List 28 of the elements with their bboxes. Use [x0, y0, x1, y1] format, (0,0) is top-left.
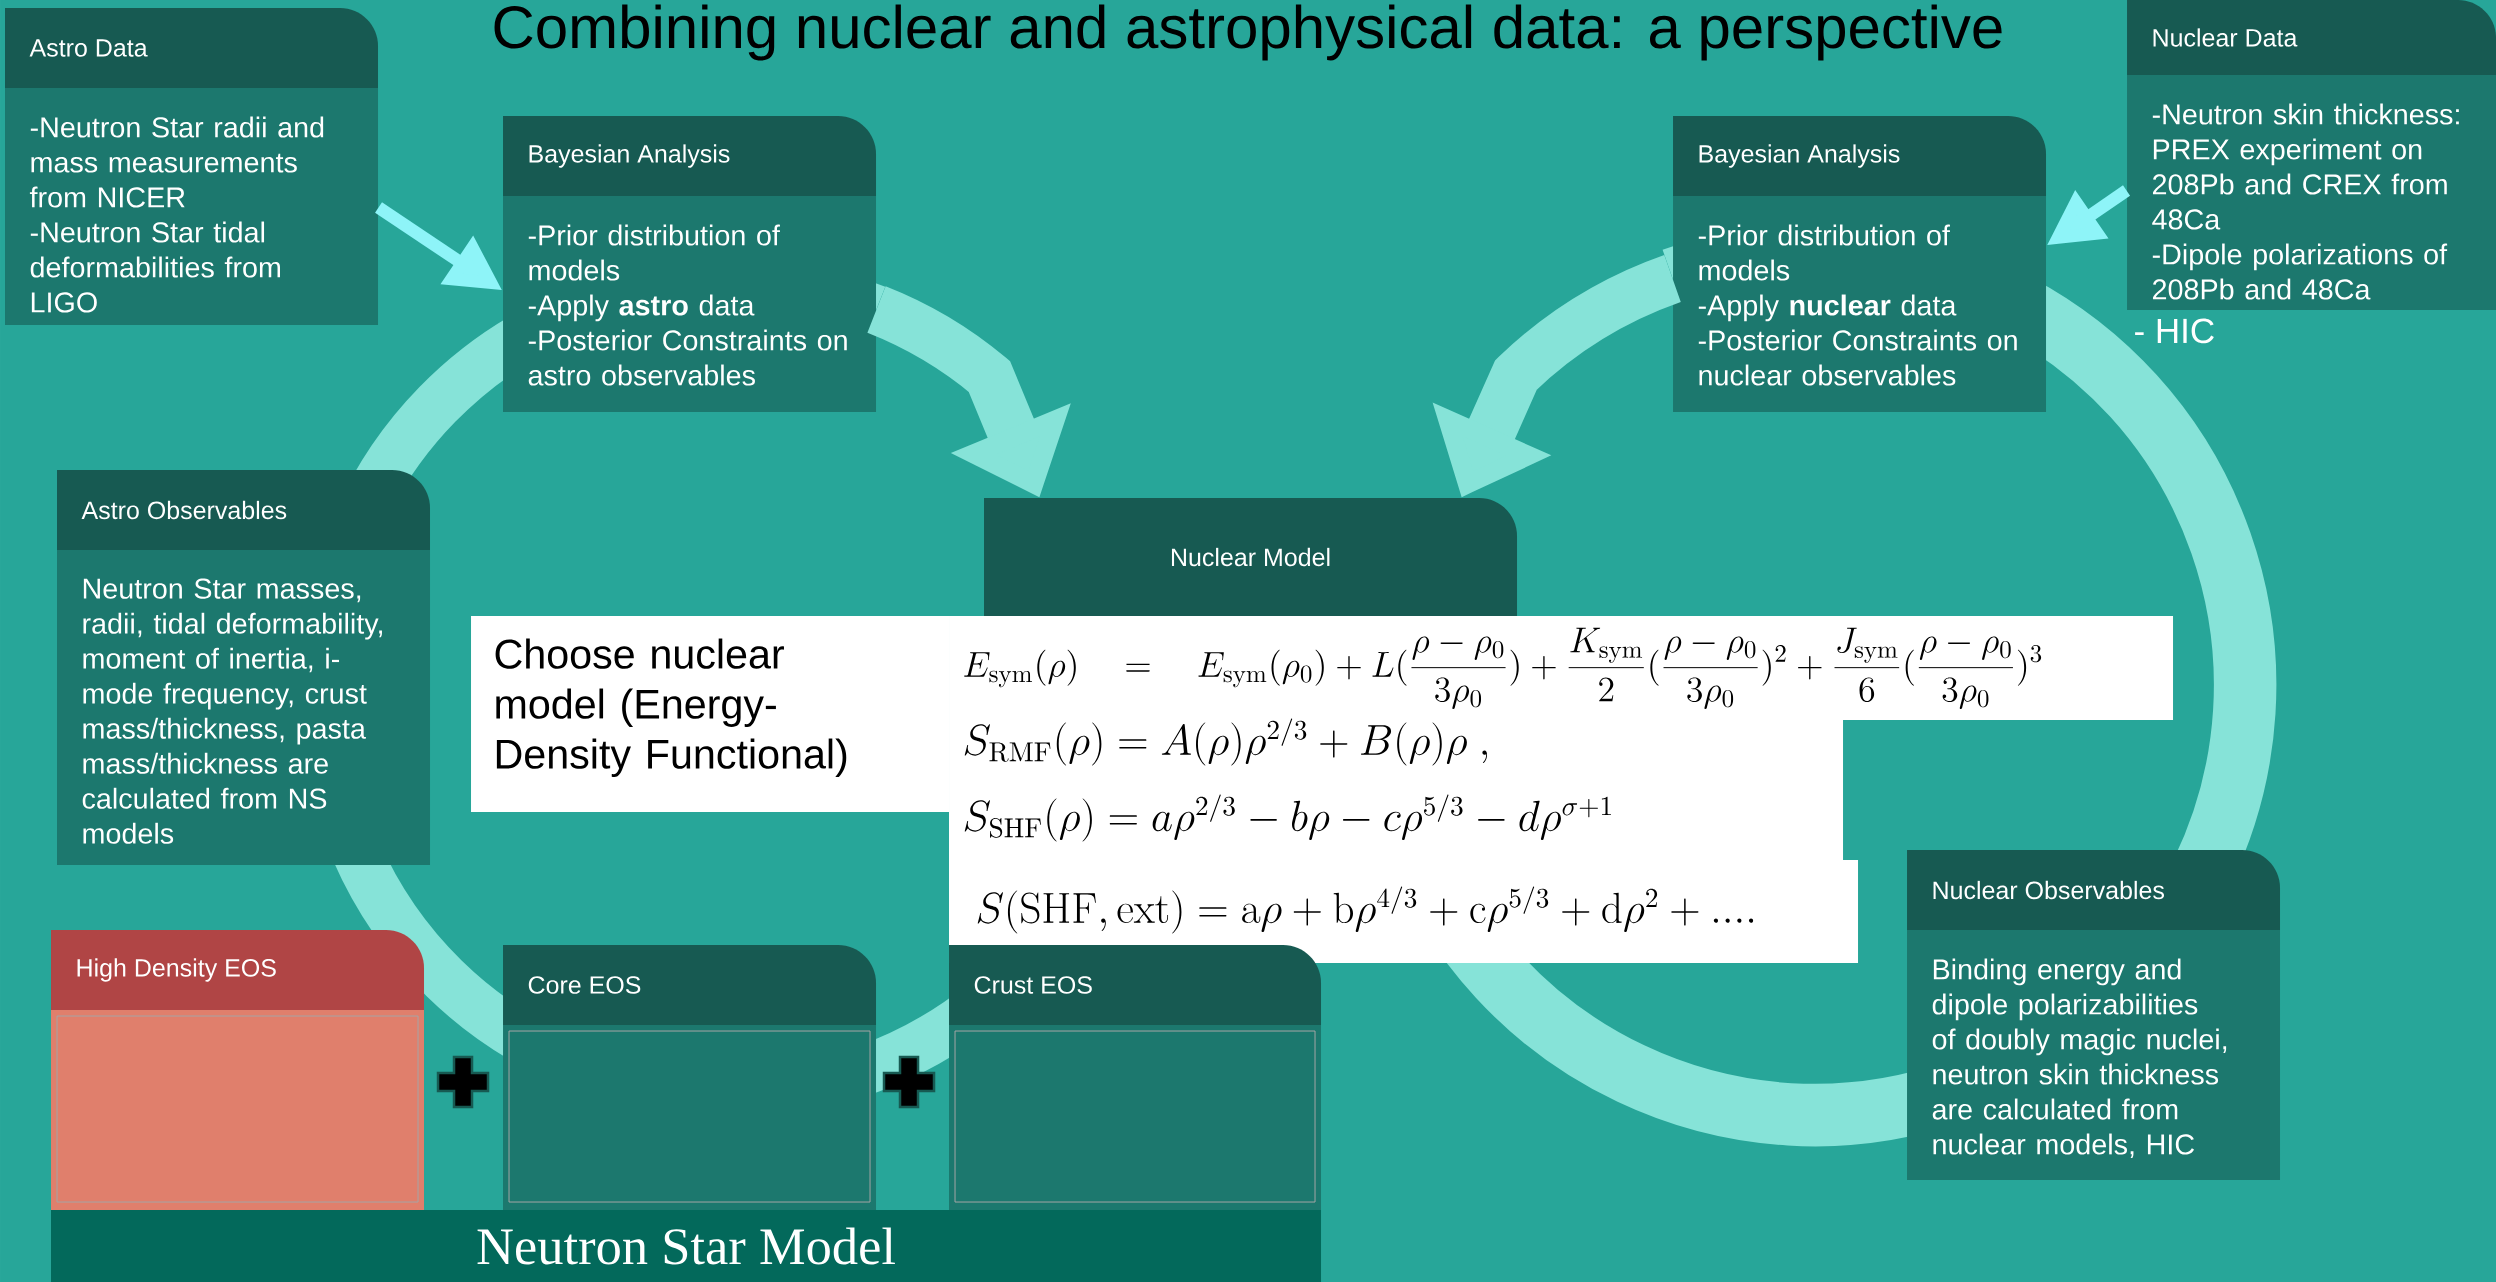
node-label: $S_{\mathrm{RMF}}(\rho)=A(\rho)\rho^{2/3}+B(\rho)\rho\ ,$ [964, 718, 1488, 766]
info-card: Astro Data -Neutron Star radii and mass measurements from NICER -Neutron Star tidal deformabilities from LIGO [5, 8, 378, 325]
node-label: $S(\mathrm{SHF},\mathrm{ext})=\mathrm{a}\rho+\mathrm{b}\rho^{4/3}+\mathrm{c}\rho^{5/3}+\mathrm{d}\rho^2+....$ [977, 886, 1754, 934]
node-label: Core EOS [528, 976, 641, 994]
model-bar: Neutron Star Model [51, 1210, 1322, 1282]
node-label: Nuclear Data [2153, 28, 2298, 47]
node-label: Bayesian Analysis [529, 144, 730, 168]
header-tab: Nuclear Model [984, 498, 1517, 616]
info-card: Bayesian Analysis -Prior distribution of models -Apply nuclear data -Posterior Constraints on nuclear observables [1673, 116, 2046, 412]
node-label: Astro Data [29, 39, 148, 57]
node-label: $S_{\mathrm{SHF}}(\rho)=a\rho^{2/3}-b\rho-c\rho^{5/3}-d\rho^{\sigma+1}$ [964, 794, 1611, 842]
info-card: Astro Observables Neutron Star masses, radii, tidal deformability, moment of inertia, i-mode frequency, crust mass/thickness, pasta mass/thickness are calculated from NS models [57, 470, 430, 865]
eos-card: Core EOS [503, 945, 876, 1210]
title: Combining nuclear and astrophysical data: a perspective [494, 4, 2002, 61]
eos-card: Crust EOS [949, 945, 1322, 1210]
node-label: Choose nuclear model (Energy-Density Functional) [495, 638, 847, 777]
node-label: Astro Observables [81, 500, 287, 520]
info-card: Bayesian Analysis -Prior distribution of models -Apply astro data -Posterior Constraints on astro observables [503, 116, 876, 412]
node-label: Crust EOS [974, 976, 1092, 994]
eos-card: High Density EOS [51, 930, 424, 1210]
side-note: - HIC [2135, 318, 2214, 344]
text-box: Choose nuclear model (Energy-Density Functional) [471, 616, 949, 812]
info-card: Nuclear Data -Neutron skin thickness: PREX experiment on 208Pb and CREX from 48Ca -Dipole polarizations of 208Pb and 48Ca [2127, 0, 2496, 310]
node-label: Bayesian Analysis [1699, 144, 1900, 168]
info-card: Nuclear Observables Binding energy and dipole polarizabilities of doubly magic nuclei, neutron skin thickness are calculated from nuclear models, HIC [1907, 850, 2281, 1180]
node-label: High Density EOS [77, 958, 276, 982]
node-label: $E_{\mathrm{sym}}(\rho) \quad = \quad E_{\mathrm{sym}}(\rho_0)+L(\frac{\rho-\rho_0}{3\rho_0})+\frac{K_{\mathrm{sym}}}{2}(\frac{\rho-\rho_0}{3\rho_0})^2+\frac{J_{\mathrm{sym}}}{6}(\frac{\rho-\rho_0}{3\rho_0})^3$ [964, 627, 2042, 710]
node-label: Nuclear Observables [1933, 880, 2165, 900]
